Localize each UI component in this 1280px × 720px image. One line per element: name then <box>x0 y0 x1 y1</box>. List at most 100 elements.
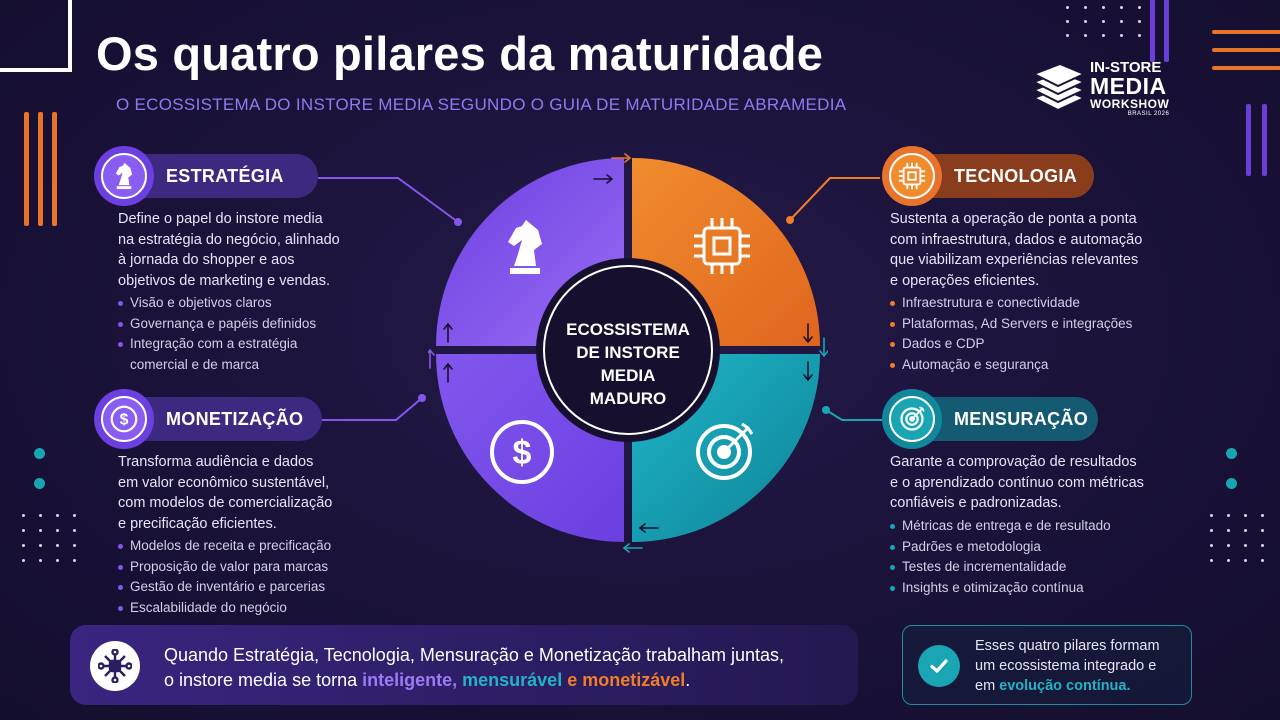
dollar-coin-icon: $ <box>490 420 554 484</box>
list-item: Insights e otimização contínua <box>890 578 1111 599</box>
teal-dot-decoration <box>34 448 45 459</box>
tecnologia-desc-line: que viabilizam experiências relevantes <box>890 252 1139 268</box>
list-item-continuation: comercial e de marca <box>130 356 260 372</box>
logo-wordmark: IN-STORE MEDIA WORKSHOW BRASIL 2026 <box>1090 60 1169 117</box>
list-item: Gestão de inventário e parcerias <box>118 577 331 598</box>
svg-text:$: $ <box>120 412 129 429</box>
logo-line-3: WORKSHOW <box>1090 97 1170 111</box>
callout-line-2: um ecossistema integrado e <box>975 658 1157 674</box>
monetizacao-desc-line: em valor econômico sustentável, <box>118 474 330 491</box>
orange-bar-decoration <box>38 112 43 226</box>
list-item: Automação e segurança <box>890 355 1132 376</box>
monetizacao-title: MONETIZAÇÃO <box>166 408 304 429</box>
tecnologia-title: TECNOLOGIA <box>954 165 1077 186</box>
pillars-ring-diagram: $ <box>428 153 828 553</box>
summary-conjunction: e <box>567 670 578 690</box>
tecnologia-badge <box>882 146 942 206</box>
dollar-coin-icon: $ <box>110 405 138 433</box>
estrategia-badge <box>94 146 154 206</box>
orange-line-decoration <box>1212 66 1280 70</box>
mensuracao-description: Garante a comprovação de resultados e o … <box>890 452 1144 514</box>
mensuracao-badge <box>882 389 942 449</box>
chip-icon <box>694 218 750 274</box>
teal-dot-decoration <box>34 478 45 489</box>
callout-text: Esses quatro pilares formam um ecossiste… <box>975 636 1160 696</box>
callout-prefix: em <box>975 678 1000 694</box>
tecnologia-desc-line: com infraestrutura, dados e automação <box>890 231 1143 248</box>
estrategia-title: ESTRATÉGIA <box>166 165 284 186</box>
tecnologia-description: Sustenta a operação de ponta a ponta com… <box>890 209 1142 291</box>
logo-line-4: BRASIL 2026 <box>1127 111 1170 117</box>
target-arrow-icon <box>900 406 925 431</box>
center-line-2: DE INSTORE <box>576 343 680 362</box>
monetizacao-bullets: Modelos de receita e precificação Propos… <box>118 536 331 618</box>
monetizacao-desc-line: com modelos de comercialização <box>118 495 333 511</box>
teal-dot-decoration <box>1226 448 1237 459</box>
summary-suffix: . <box>685 670 691 690</box>
network-hub-icon <box>90 641 140 691</box>
chess-knight-icon <box>115 162 133 190</box>
list-item: Métricas de entrega e de resultado <box>890 516 1111 537</box>
tecnologia-desc-line: e operações eficientes. <box>890 272 1040 289</box>
purple-bar-decoration <box>1262 104 1267 176</box>
highlight-inteligente: inteligente, <box>362 670 458 690</box>
list-item: Modelos de receita e precificação <box>118 536 331 557</box>
list-item: Padrões e metodologia <box>890 537 1111 558</box>
list-item: Infraestrutura e conectividade <box>890 293 1132 314</box>
estrategia-bullets: Visão e objetivos claros Governança e pa… <box>118 293 316 375</box>
logo-line-2: MEDIA <box>1090 73 1167 99</box>
purple-bar-decoration <box>1164 0 1169 62</box>
summary-prefix: o instore media se torna <box>164 670 363 690</box>
monetizacao-desc-line: Transforma audiência e dados <box>118 454 314 470</box>
orange-bar-decoration <box>52 112 57 226</box>
purple-bar-decoration <box>1246 104 1251 176</box>
summary-line-1: Quando Estratégia, Tecnologia, Mensuraçã… <box>164 645 785 665</box>
estrategia-desc-line: Define o papel do instore media <box>118 211 323 227</box>
estrategia-desc-line: na estratégia do negócio, alinhado <box>118 231 340 248</box>
list-item: Testes de incrementalidade <box>890 557 1111 578</box>
page-title: Os quatro pilares da maturidade <box>96 27 824 80</box>
page-subtitle: O ECOSSISTEMA DO INSTORE MEDIA SEGUNDO O… <box>116 95 847 114</box>
tecnologia-desc-line: Sustenta a operação de ponta a ponta <box>890 211 1137 227</box>
dot-grid-decoration <box>1210 514 1264 562</box>
mensuracao-desc-line: e o aprendizado contínuo com métricas <box>890 474 1144 491</box>
center-label: ECOSSISTEMA DE INSTORE MEDIA MADURO <box>540 318 716 410</box>
center-line-1: ECOSSISTEMA <box>566 320 690 339</box>
summary-banner <box>70 625 858 705</box>
stacked-layers-icon <box>1031 62 1086 112</box>
list-item: Visão e objetivos claros <box>118 293 316 314</box>
callout-highlight: evolução contínua. <box>999 678 1131 694</box>
purple-bar-decoration <box>1150 0 1155 62</box>
check-icon <box>918 645 960 687</box>
orange-line-decoration <box>1212 30 1280 34</box>
estrategia-desc-line: objetivos de marketing e vendas. <box>118 272 330 289</box>
dot-grid-decoration <box>22 514 76 562</box>
dot-grid-decoration <box>1066 6 1141 37</box>
summary-line-2: o instore media se torna inteligente, me… <box>164 668 784 693</box>
corner-frame-decoration <box>0 0 72 72</box>
mensuracao-desc-line: confiáveis e padronizadas. <box>890 495 1062 511</box>
callout-line-3: em evolução contínua. <box>975 676 1160 696</box>
logo-line-1: IN-STORE <box>1090 59 1162 76</box>
chip-icon <box>898 162 926 190</box>
list-item: Proposição de valor para marcas <box>118 557 331 578</box>
list-item: Dados e CDP <box>890 334 1132 355</box>
orange-line-decoration <box>1212 48 1280 52</box>
tecnologia-bullets: Infraestrutura e conectividade Plataform… <box>890 293 1132 375</box>
estrategia-desc-line: à jornada do shopper e aos <box>118 252 295 268</box>
center-line-3: MEDIA <box>600 366 656 385</box>
callout-line-1: Esses quatro pilares formam <box>975 638 1160 654</box>
list-item: Escalabilidade do negócio <box>118 598 331 619</box>
monetizacao-badge: $ <box>94 389 154 449</box>
teal-dot-decoration <box>1226 478 1237 489</box>
list-item: Governança e papéis definidos <box>118 314 316 335</box>
summary-text: Quando Estratégia, Tecnologia, Mensuraçã… <box>164 643 784 693</box>
chess-knight-icon <box>508 220 542 274</box>
list-item: Plataformas, Ad Servers e integrações <box>890 314 1132 335</box>
mensuracao-bullets: Métricas de entrega e de resultado Padrõ… <box>890 516 1111 598</box>
monetizacao-description: Transforma audiência e dados em valor ec… <box>118 452 332 534</box>
center-line-4: MADURO <box>589 389 667 408</box>
highlight-monetizavel: monetizável <box>582 670 686 690</box>
svg-text:$: $ <box>513 434 532 472</box>
